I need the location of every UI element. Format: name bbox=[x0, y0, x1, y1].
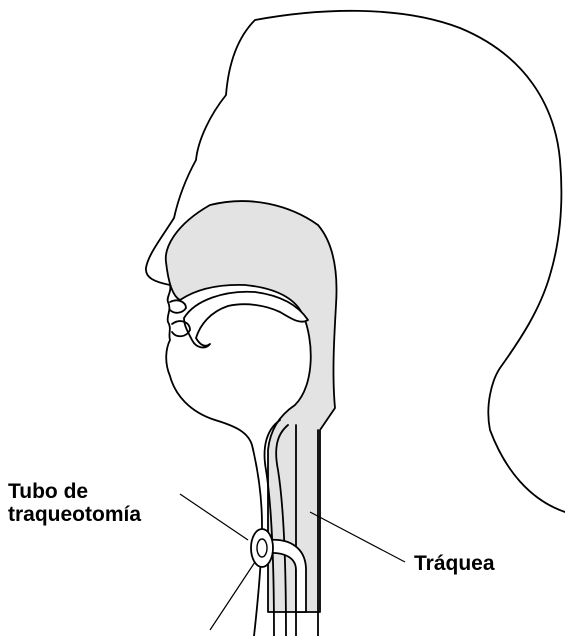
tube-label-line1: Tubo de bbox=[8, 480, 141, 503]
palate-arch bbox=[184, 292, 308, 348]
trachea-leader-line bbox=[310, 512, 405, 562]
upper-lip bbox=[170, 300, 186, 312]
tracheostomy-tube-label: Tubo de traqueotomía bbox=[8, 480, 141, 526]
tube-stem-line bbox=[210, 562, 255, 630]
trachea-label: Tráquea bbox=[414, 552, 495, 575]
tube-opening bbox=[257, 539, 267, 557]
tube-leader-line bbox=[180, 494, 248, 540]
head-outline bbox=[146, 11, 565, 636]
tube-label-line2: traqueotomía bbox=[8, 503, 141, 526]
